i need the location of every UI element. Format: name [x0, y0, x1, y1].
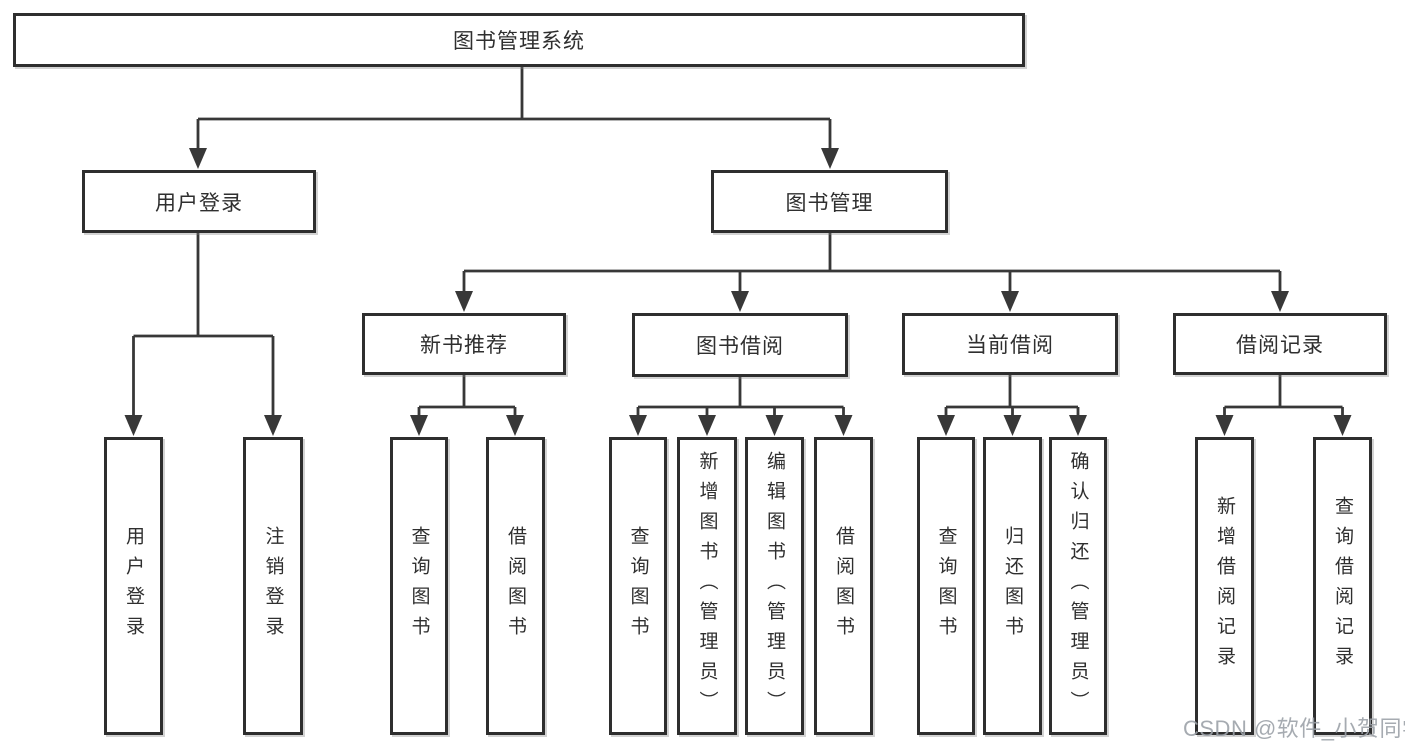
leaf-add-books-admin: 新增图书（管理员）: [677, 437, 737, 735]
leaf-label: 新增图书（管理员）: [696, 451, 718, 721]
leaf-label: 查询图书: [408, 526, 430, 646]
csdn-watermark: CSDN @软件_小贺同学: [1183, 716, 1405, 741]
leaf-query-borrow-record: 查询借阅记录: [1313, 437, 1372, 735]
node-current-borrowing: 当前借阅: [902, 313, 1118, 375]
node-label: 借阅记录: [1236, 334, 1324, 357]
leaf-label: 确认归还（管理员）: [1067, 451, 1089, 721]
leaf-label: 借阅图书: [833, 526, 854, 646]
node-library-management-system: 图书管理系统: [13, 13, 1025, 67]
leaf-label: 注销登录: [262, 526, 284, 646]
leaf-label: 查询借阅记录: [1332, 496, 1353, 676]
leaf-logout: 注销登录: [243, 437, 303, 735]
leaf-borrow-books-2: 借阅图书: [814, 437, 873, 735]
leaf-label: 借阅图书: [505, 526, 526, 646]
leaf-return-books: 归还图书: [983, 437, 1042, 735]
leaf-confirm-return-admin: 确认归还（管理员）: [1049, 437, 1107, 735]
leaf-add-borrow-record: 新增借阅记录: [1195, 437, 1254, 735]
node-borrowing-records: 借阅记录: [1173, 313, 1387, 375]
leaf-query-books-3: 查询图书: [917, 437, 975, 735]
node-user-login: 用户登录: [82, 170, 316, 233]
leaf-query-books-2: 查询图书: [609, 437, 667, 735]
connector-paths: [132, 66, 1344, 416]
node-book-management: 图书管理: [711, 170, 948, 233]
node-label: 图书管理: [785, 191, 874, 215]
leaf-user-login: 用户登录: [104, 437, 163, 735]
node-label: 新书推荐: [420, 334, 508, 357]
node-new-book-recommendation: 新书推荐: [362, 313, 566, 375]
leaf-borrow-books-1: 借阅图书: [486, 437, 545, 735]
node-label: 用户登录: [155, 191, 243, 215]
node-label: 图书借阅: [696, 335, 784, 358]
node-book-borrowing: 图书借阅: [632, 313, 848, 377]
leaf-label: 查询图书: [627, 526, 649, 646]
node-label: 图书管理系统: [453, 30, 585, 53]
node-label: 当前借阅: [966, 334, 1054, 357]
arrowheads: [124, 148, 1352, 436]
leaf-label: 查询图书: [935, 526, 957, 646]
leaf-label: 编辑图书（管理员）: [764, 451, 785, 721]
leaf-label: 用户登录: [123, 526, 144, 646]
leaf-label: 新增借阅记录: [1214, 496, 1235, 676]
leaf-label: 归还图书: [1002, 526, 1023, 646]
leaf-edit-books-admin: 编辑图书（管理员）: [745, 437, 804, 735]
leaf-query-books-1: 查询图书: [390, 437, 448, 735]
